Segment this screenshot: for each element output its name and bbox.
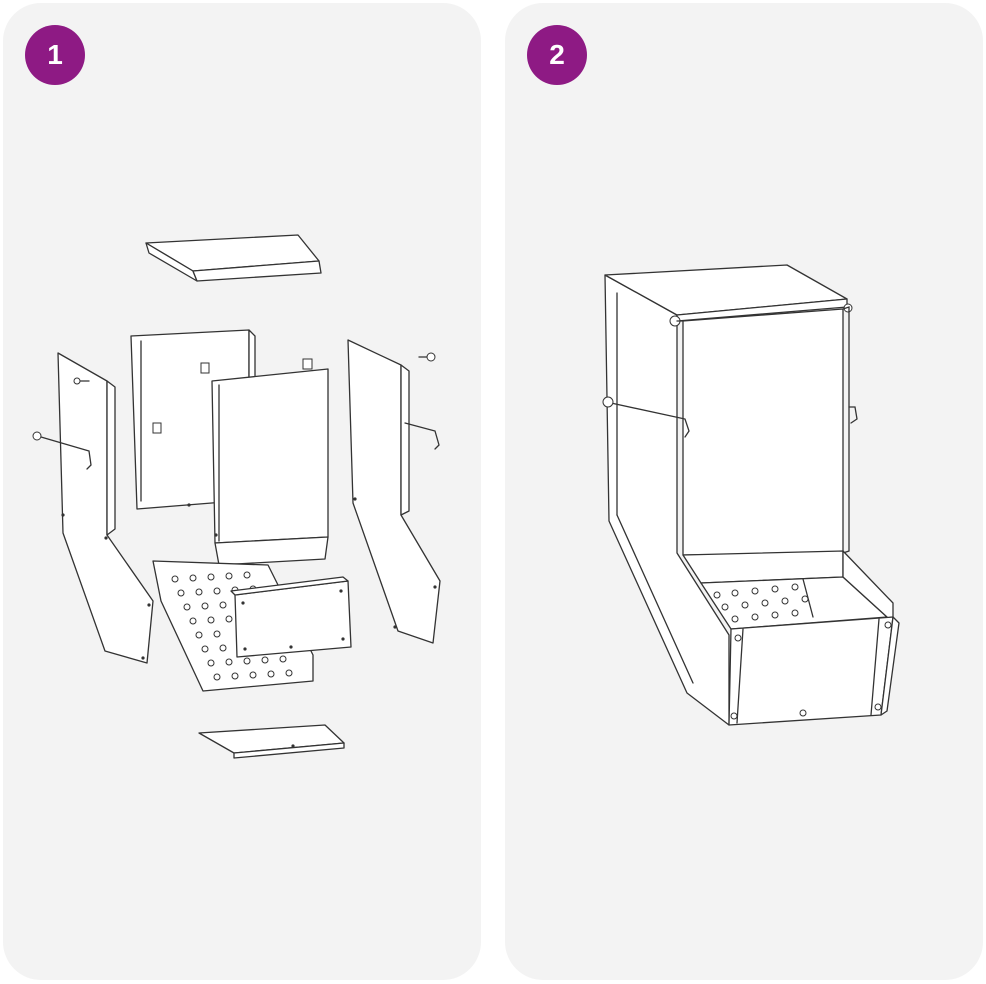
step-2-panel: 2: [505, 3, 983, 980]
exploded-view-illustration: [32, 234, 441, 759]
assembled-front-panel: [676, 306, 850, 556]
top-lid-part: [145, 234, 322, 282]
assembled-left-side: [604, 274, 730, 726]
right-side-panel-part: [347, 339, 441, 644]
assembled-view-illustration: [602, 264, 900, 726]
step-2-badge: 2: [527, 25, 587, 85]
step-1-panel: 1: [3, 3, 481, 980]
assembled-wire: [602, 396, 858, 438]
assembled-trough: [682, 550, 888, 630]
front-lip-part: [230, 576, 352, 658]
step-1-badge: 1: [25, 25, 85, 85]
assembled-front-lip: [728, 616, 900, 726]
assembled-top-lid: [604, 264, 853, 327]
bottom-strip-part: [198, 724, 345, 759]
tray-holes: [171, 571, 293, 681]
front-panel-part: [211, 358, 329, 566]
left-side-panel-part: [32, 352, 154, 664]
